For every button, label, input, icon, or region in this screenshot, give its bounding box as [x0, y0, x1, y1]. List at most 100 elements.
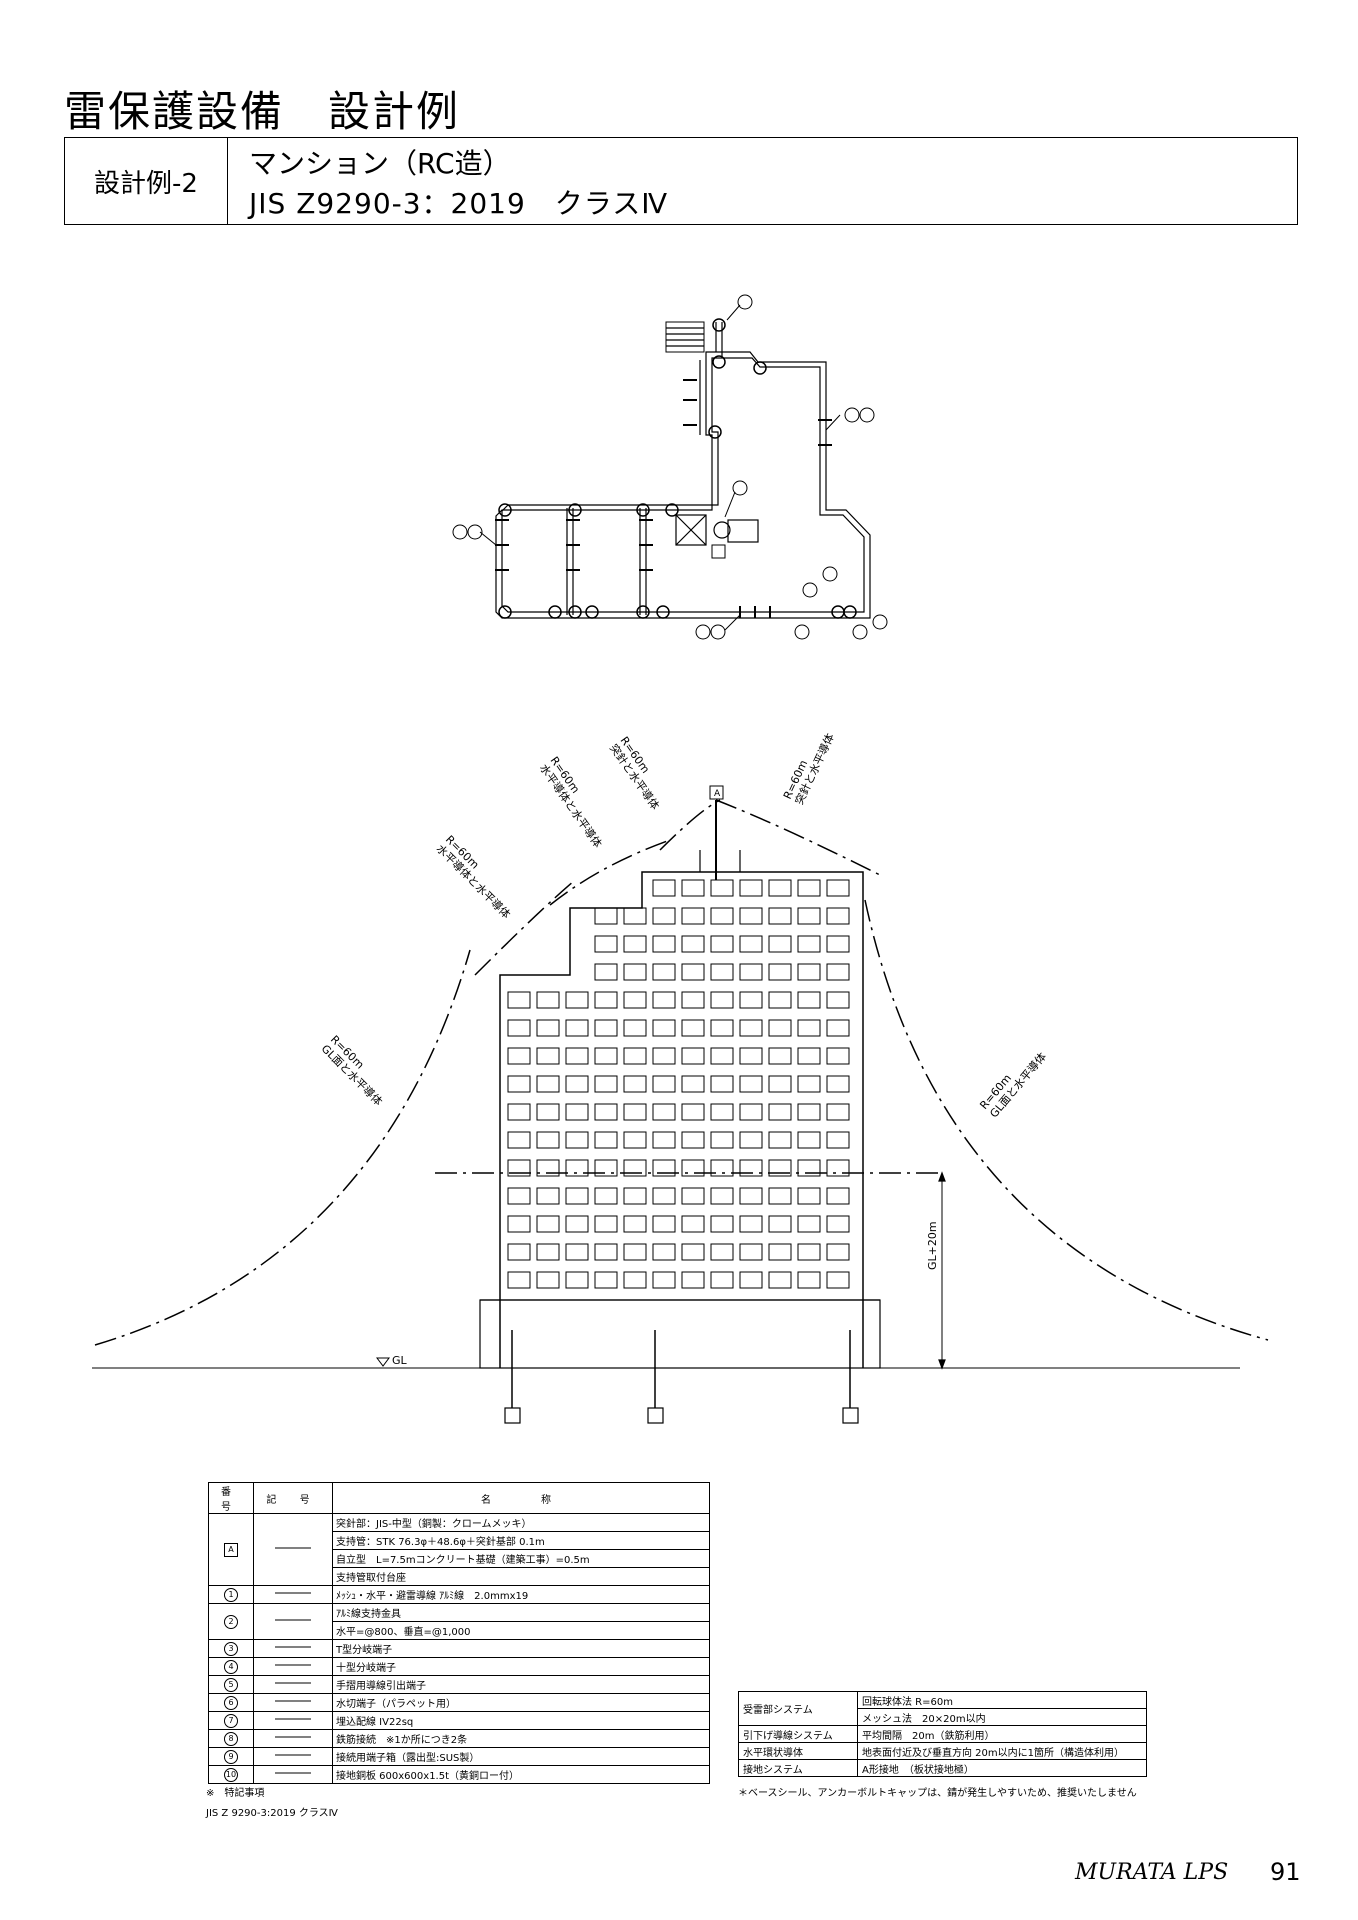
window [826, 1103, 850, 1121]
legend-number-mark: 5 [224, 1677, 238, 1692]
legend-number: 8 [208, 1729, 254, 1748]
window [594, 1019, 618, 1037]
window [536, 1271, 560, 1289]
lightning-protection-diagram: GL+20m GL A R=60mGL面と水平導体 R=60mGL面と水平導体 … [92, 294, 1269, 1424]
window [652, 1215, 676, 1233]
window [623, 935, 647, 953]
window [681, 963, 705, 981]
A-marker: A [714, 789, 721, 799]
legend-number-mark: 8 [224, 1731, 238, 1746]
window [768, 1047, 792, 1065]
system-key: 受雷部システム [738, 1691, 858, 1726]
window [797, 1019, 821, 1037]
window [565, 1215, 589, 1233]
window [623, 963, 647, 981]
window [826, 1075, 850, 1093]
system-key: 水平環状導体 [738, 1742, 858, 1760]
window [507, 991, 531, 1009]
system-value: 回転球体法 R=60m [857, 1691, 1147, 1709]
window [826, 1047, 850, 1065]
window [565, 1243, 589, 1261]
window [594, 935, 618, 953]
legend-number: 3 [208, 1639, 254, 1658]
window [652, 1187, 676, 1205]
legend-symbol-icon [253, 1711, 333, 1730]
arc-label-gl-left: R=60mGL面と水平導体 [319, 1033, 394, 1108]
window [797, 1271, 821, 1289]
window [826, 935, 850, 953]
window [594, 1131, 618, 1149]
window [739, 907, 763, 925]
window [710, 1243, 734, 1261]
arc-label-horiz-1: R=60m水平導体と水平導体 [434, 833, 522, 921]
window [768, 907, 792, 925]
window [681, 1103, 705, 1121]
window [623, 1047, 647, 1065]
window [739, 1075, 763, 1093]
window [768, 963, 792, 981]
window [623, 1215, 647, 1233]
legend-name: 支持管取付台座 [332, 1567, 710, 1586]
window [623, 1019, 647, 1037]
window [826, 991, 850, 1009]
window [797, 1243, 821, 1261]
window [710, 1131, 734, 1149]
roof-plan-view [452, 294, 888, 640]
design-example-label: 設計例-2 [65, 138, 228, 224]
window [536, 1103, 560, 1121]
window [710, 1103, 734, 1121]
legend-number-mark: 4 [224, 1659, 238, 1674]
legend-number: 9 [208, 1747, 254, 1766]
window [507, 1103, 531, 1121]
window [826, 907, 850, 925]
window [681, 1131, 705, 1149]
window [826, 963, 850, 981]
window [652, 1047, 676, 1065]
window [681, 935, 705, 953]
window [594, 1075, 618, 1093]
window [594, 1243, 618, 1261]
window [565, 1103, 589, 1121]
legend-name: 接地銅板 600x600x1.5t（黄銅ロー付） [332, 1765, 710, 1784]
legend-symbol-icon [253, 1729, 333, 1748]
window [565, 1271, 589, 1289]
legend-name: 手摺用導線引出端子 [332, 1675, 710, 1694]
window [768, 1159, 792, 1177]
window [710, 1047, 734, 1065]
window [768, 1131, 792, 1149]
legend-symbol-icon [253, 1639, 333, 1658]
window [739, 879, 763, 897]
window [623, 1159, 647, 1177]
window [652, 1103, 676, 1121]
building-type: マンション（RC造） [249, 147, 511, 180]
system-value: 地表面付近及び垂直方向 20m以内に1箇所（構造体利用） [857, 1742, 1147, 1760]
legend-number: 4 [208, 1657, 254, 1676]
window [681, 1187, 705, 1205]
window [507, 1159, 531, 1177]
window [681, 879, 705, 897]
window [652, 1159, 676, 1177]
window [826, 1187, 850, 1205]
window [710, 1075, 734, 1093]
legend-symbol-icon [253, 1675, 333, 1694]
window [710, 1187, 734, 1205]
window [652, 991, 676, 1009]
window [710, 1019, 734, 1037]
legend-symbol-icon [253, 1747, 333, 1766]
legend-number-mark: 3 [224, 1641, 238, 1656]
window [797, 963, 821, 981]
legend-number-mark: 2 [224, 1614, 238, 1629]
window [536, 1019, 560, 1037]
window [623, 1271, 647, 1289]
window [826, 1243, 850, 1261]
legend-header-name: 名 称 [332, 1482, 710, 1514]
arc-label-gl-right: R=60mGL面と水平導体 [977, 1042, 1049, 1120]
window [594, 963, 618, 981]
window [797, 907, 821, 925]
window [565, 1187, 589, 1205]
